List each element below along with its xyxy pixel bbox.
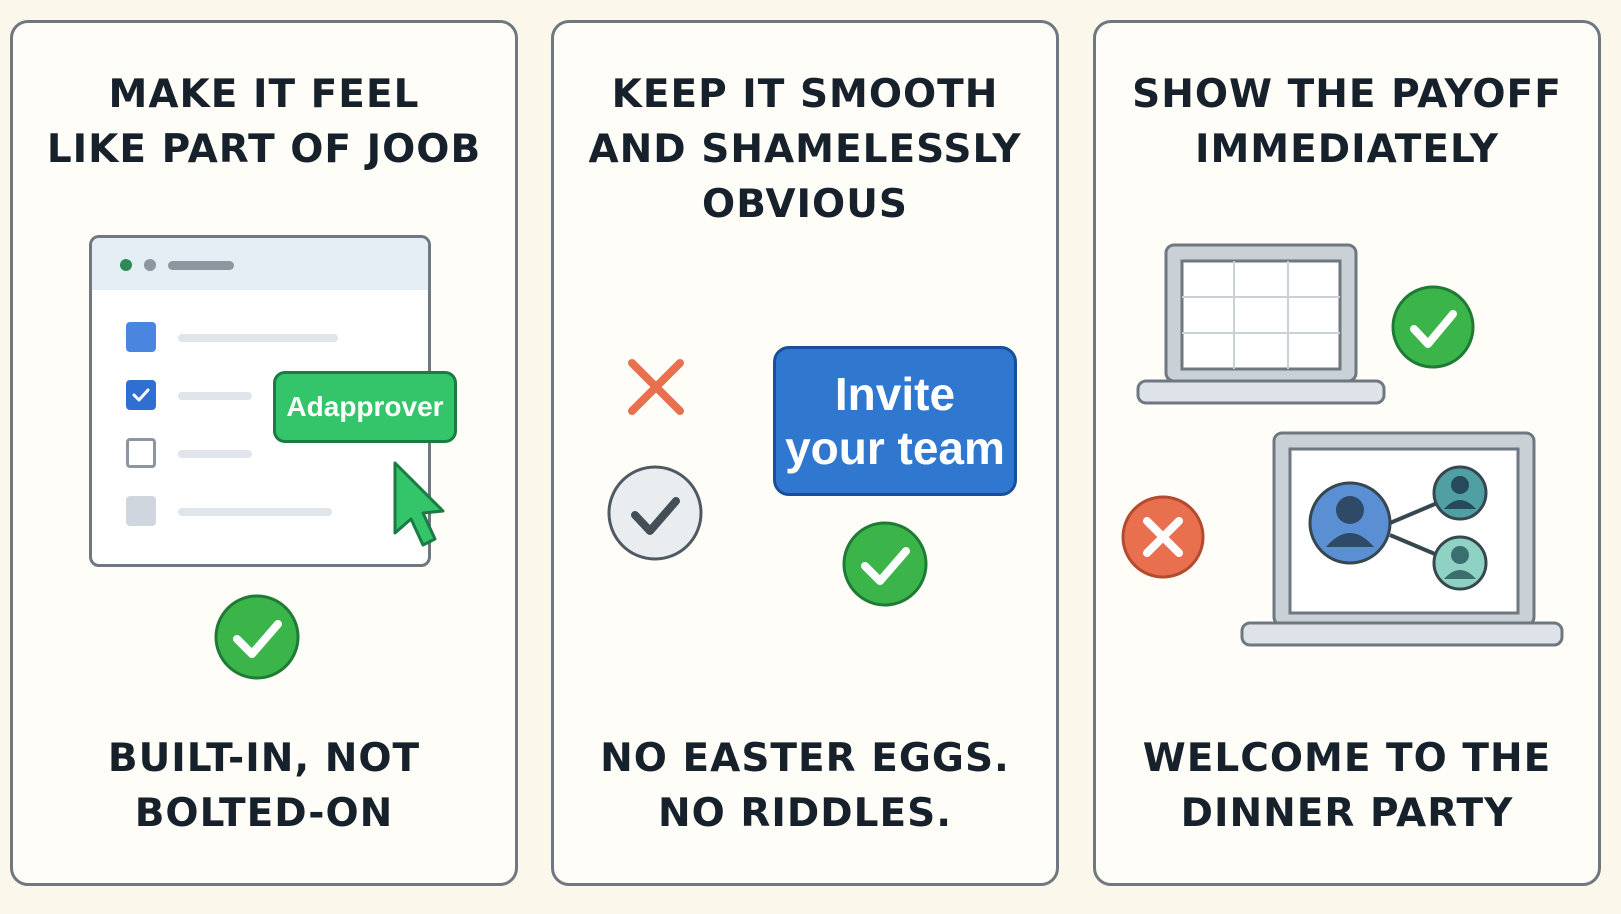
panel-2-graphics xyxy=(607,359,928,607)
panel-obvious: KEEP IT SMOOTH AND SHAMELESSLY OBVIOUS I… xyxy=(551,20,1059,886)
square-checkbox-icon xyxy=(126,322,156,352)
success-check-icon xyxy=(1391,285,1475,369)
window-title-bar xyxy=(92,238,428,290)
window-title-placeholder xyxy=(168,261,234,270)
disabled-checkbox-icon xyxy=(126,496,156,526)
window-dot-icon xyxy=(144,259,156,271)
success-check-icon xyxy=(842,521,928,607)
panel-heading: SHOW THE PAYOFF IMMEDIATELY xyxy=(1132,72,1562,172)
panel-3-graphics xyxy=(1121,243,1564,647)
panel-payoff: SHOW THE PAYOFF IMMEDIATELY xyxy=(1093,20,1601,886)
empty-checkbox-icon xyxy=(126,438,156,468)
laptop-spreadsheet-icon xyxy=(1136,243,1386,405)
text-placeholder xyxy=(178,450,252,458)
panel-heading: KEEP IT SMOOTH AND SHAMELESSLY OBVIOUS xyxy=(588,72,1022,227)
panel-caption: NO EASTER EGGS. NO RIDDLES. xyxy=(600,736,1010,836)
add-approver-button[interactable]: Adapprover xyxy=(273,371,457,443)
text-placeholder xyxy=(178,392,252,400)
avatar xyxy=(1432,535,1488,591)
panel-caption: WELCOME TO THE DINNER PARTY xyxy=(1142,736,1552,836)
panel-heading: MAKE IT FEEL LIKE PART OF JOOB xyxy=(46,72,482,172)
cross-icon xyxy=(628,359,684,415)
panel-caption: BUILT-IN, NOT BOLTED-ON xyxy=(107,736,421,836)
invite-team-button[interactable]: Invite your team xyxy=(773,346,1017,496)
cursor-arrow-icon xyxy=(393,461,445,547)
avatar xyxy=(1432,465,1488,521)
panel-1-graphics xyxy=(214,461,445,680)
text-placeholder xyxy=(178,334,338,342)
window-dot-icon xyxy=(120,259,132,271)
neutral-check-icon xyxy=(607,465,703,561)
checked-checkbox-icon xyxy=(126,380,156,410)
laptop-team-network-icon xyxy=(1240,431,1564,647)
text-placeholder xyxy=(178,508,332,516)
avatar xyxy=(1308,481,1392,565)
panel-built-in: MAKE IT FEEL LIKE PART OF JOOB Adapprove… xyxy=(10,20,518,886)
error-x-icon xyxy=(1121,495,1205,579)
success-check-icon xyxy=(214,594,300,680)
